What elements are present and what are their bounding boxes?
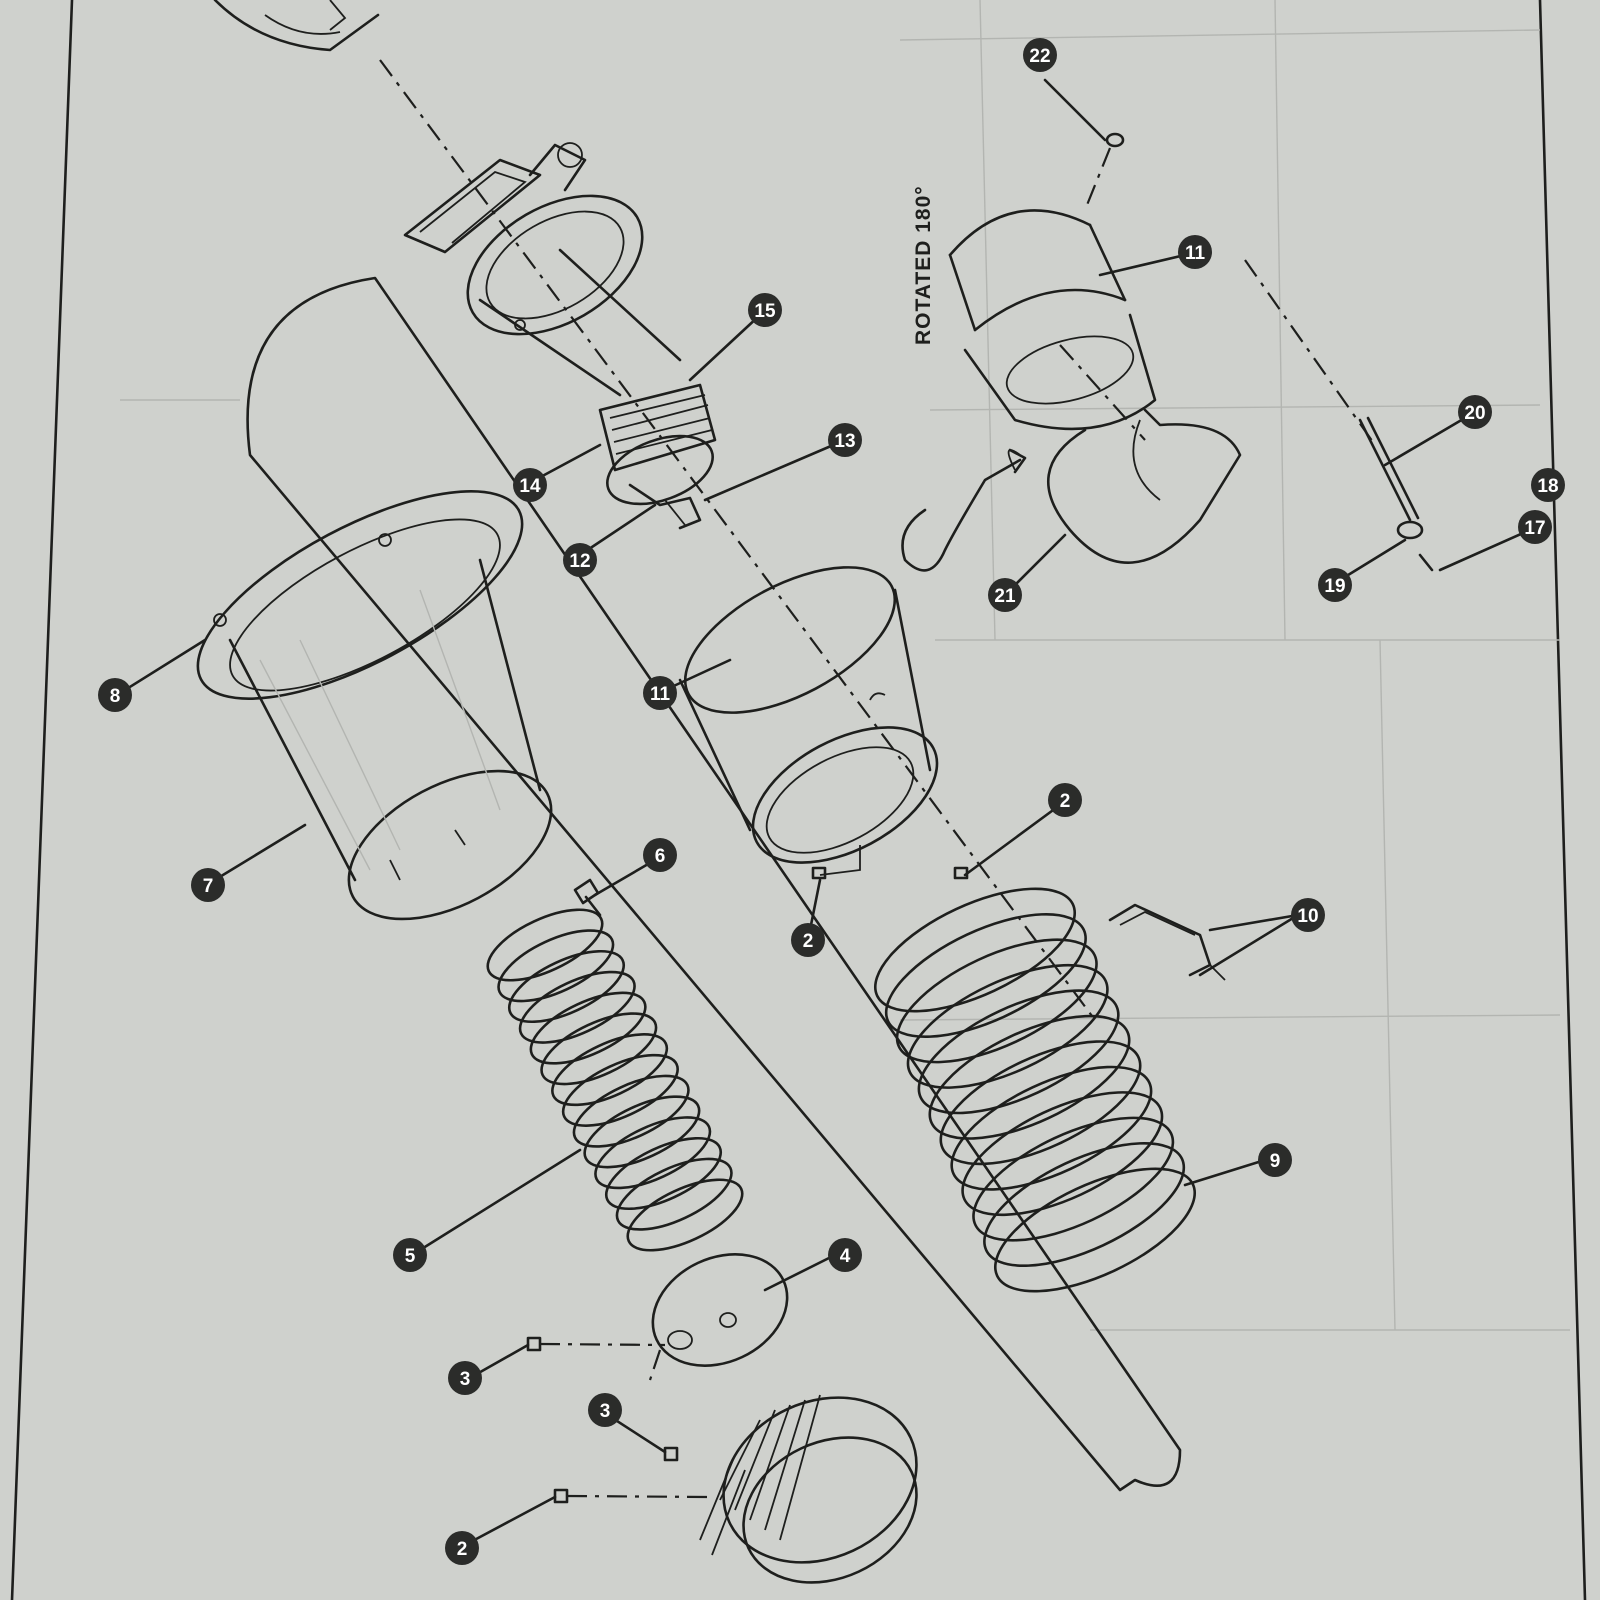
svg-text:19: 19 — [1324, 576, 1345, 597]
screw-part-22 — [1083, 132, 1125, 211]
callout-badge: 5 — [393, 1238, 427, 1272]
bellows-coil — [928, 1014, 1131, 1140]
threaded-body-part-14 — [598, 383, 717, 530]
callout-badge: 20 — [1458, 395, 1492, 429]
sleeve-part-11-lower — [678, 566, 939, 876]
callout-badge: 15 — [748, 293, 782, 327]
bellows-coil — [939, 1040, 1142, 1166]
svg-text:4: 4 — [840, 1246, 851, 1267]
callout-badge: 14 — [513, 468, 547, 502]
callout-badge: 2 — [1048, 783, 1082, 817]
callout-badge: 2 — [445, 1531, 479, 1565]
callout-badge: 21 — [988, 578, 1022, 612]
callout-badge: 22 — [1023, 38, 1057, 72]
bellows-coil — [895, 938, 1098, 1064]
svg-text:7: 7 — [203, 876, 214, 897]
svg-text:13: 13 — [834, 431, 855, 452]
callout-badge: 17 — [1518, 510, 1552, 544]
callout-badge: 6 — [643, 838, 677, 872]
bellows-coil — [961, 1091, 1164, 1217]
svg-text:12: 12 — [569, 551, 590, 572]
top-cap-part — [213, 0, 380, 52]
svg-text:2: 2 — [457, 1539, 468, 1560]
svg-text:11: 11 — [1185, 243, 1206, 264]
spring-coil — [551, 1033, 669, 1107]
bowl-flange-part-8 — [196, 490, 524, 700]
spring-coil — [540, 1012, 658, 1086]
center-axis-line — [379, 59, 1096, 1021]
bellows-coil — [884, 912, 1087, 1039]
svg-text:2: 2 — [1060, 791, 1071, 812]
callout-badge: 7 — [191, 868, 225, 902]
sleeve-part-11-rotated — [948, 209, 1157, 441]
svg-text:2: 2 — [803, 931, 814, 952]
rotation-note: ROTATED 180° — [912, 185, 935, 345]
callout-badge: 2 — [791, 923, 825, 957]
spring-coil — [486, 908, 604, 982]
spring-coil — [626, 1178, 744, 1252]
svg-text:10: 10 — [1297, 906, 1318, 927]
spring-coil — [518, 970, 636, 1044]
rod-part-20 — [1244, 259, 1434, 572]
svg-text:15: 15 — [754, 301, 776, 322]
svg-text:22: 22 — [1029, 46, 1050, 67]
bellows-coil — [993, 1167, 1197, 1293]
callout-badge: 9 — [1258, 1143, 1292, 1177]
spring-coil — [507, 949, 626, 1024]
callout-badge: 13 — [828, 423, 862, 457]
callout-badge: 19 — [1318, 568, 1352, 602]
page-border-left — [10, 0, 74, 1600]
callout-badge: 18 — [1531, 468, 1565, 502]
svg-text:8: 8 — [110, 686, 121, 707]
bellows-coil — [873, 887, 1077, 1013]
spring-coil — [529, 991, 647, 1065]
bellows-coil — [917, 989, 1120, 1115]
bellows-coil — [983, 1141, 1186, 1268]
spring-part-5 — [486, 908, 744, 1252]
rotation-arrow — [901, 448, 1027, 572]
disc-part-4 — [648, 1253, 789, 1381]
svg-text:20: 20 — [1464, 403, 1485, 424]
callout-badge: 12 — [563, 543, 597, 577]
bellows-coil — [906, 963, 1109, 1089]
assembly-group-outline — [246, 276, 1182, 1492]
spring-coil — [572, 1074, 690, 1148]
spring-coil — [561, 1053, 679, 1127]
bellows-coil — [972, 1116, 1175, 1242]
svg-text:3: 3 — [460, 1369, 471, 1390]
callout-badge: 11 — [1178, 235, 1212, 269]
svg-text:11: 11 — [650, 684, 671, 705]
callout-badge: 8 — [98, 678, 132, 712]
svg-text:18: 18 — [1537, 476, 1558, 497]
svg-text:17: 17 — [1524, 518, 1545, 539]
svg-text:6: 6 — [655, 846, 666, 867]
svg-text:3: 3 — [600, 1401, 611, 1422]
svg-text:14: 14 — [519, 476, 541, 497]
bellows-coil — [950, 1065, 1153, 1191]
show-through-ghost-lines — [120, 0, 1570, 1331]
svg-text:5: 5 — [405, 1246, 416, 1267]
callout-badge: 3 — [588, 1393, 622, 1427]
snap-ring-part-21 — [1007, 408, 1242, 564]
callout-badge: 10 — [1291, 898, 1325, 932]
spring-coil — [615, 1157, 733, 1231]
callout-badge: 11 — [643, 676, 677, 710]
knurled-nut — [553, 1394, 918, 1584]
valve-head-part-15 — [403, 142, 682, 397]
callout-badge: 3 — [448, 1361, 482, 1395]
spring-coil — [583, 1095, 701, 1169]
svg-text:9: 9 — [1270, 1151, 1281, 1172]
page-border-right — [1538, 0, 1587, 1600]
bowl-tube-part-7 — [228, 558, 553, 921]
spring-coil — [604, 1136, 723, 1211]
spring-coil — [594, 1116, 712, 1190]
callout-badge: 4 — [828, 1238, 862, 1272]
spring-coil — [497, 929, 615, 1003]
filter-element-part-9 — [873, 887, 1197, 1293]
svg-text:21: 21 — [994, 586, 1016, 607]
callout-leaders — [123, 78, 1532, 1547]
